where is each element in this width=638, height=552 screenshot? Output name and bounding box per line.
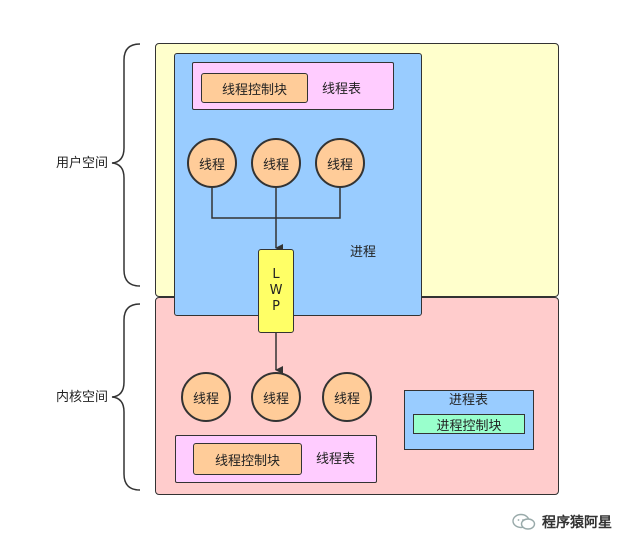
user-thread-3: 线程: [315, 138, 365, 188]
wechat-icon: [512, 513, 536, 530]
process-table-label: 进程表: [449, 393, 489, 408]
user-thread-control-block-label: 线程控制块: [221, 82, 287, 98]
process-control-block: 进程控制块: [413, 414, 525, 434]
user-space-brace: [111, 43, 141, 287]
kernel-thread-control-block: 线程控制块: [193, 443, 302, 475]
user-thread-control-block: 线程控制块: [201, 73, 308, 103]
user-thread-1: 线程: [187, 138, 237, 188]
kernel-thread-1: 线程: [181, 372, 231, 422]
kernel-thread-2: 线程: [251, 372, 301, 422]
kernel-space-brace: [111, 303, 141, 491]
lwp-letter-l: L: [272, 267, 280, 282]
process-control-block-label: 进程控制块: [436, 418, 502, 434]
kernel-thread-control-block-label: 线程控制块: [214, 453, 280, 469]
user-space-label: 用户空间: [56, 156, 109, 171]
kernel-thread-3: 线程: [322, 372, 372, 422]
kernel-space-label: 内核空间: [56, 390, 109, 405]
watermark: 程序猿阿星: [512, 512, 612, 532]
lwp-box: L W P: [258, 249, 294, 333]
kernel-thread-table-label: 线程表: [316, 452, 356, 467]
lwp-letter-p: P: [272, 299, 280, 314]
watermark-text: 程序猿阿星: [542, 515, 612, 531]
process-label: 进程: [350, 245, 377, 260]
user-thread-table-label: 线程表: [322, 82, 362, 97]
user-thread-2: 线程: [251, 138, 301, 188]
lwp-letter-w: W: [269, 283, 283, 298]
